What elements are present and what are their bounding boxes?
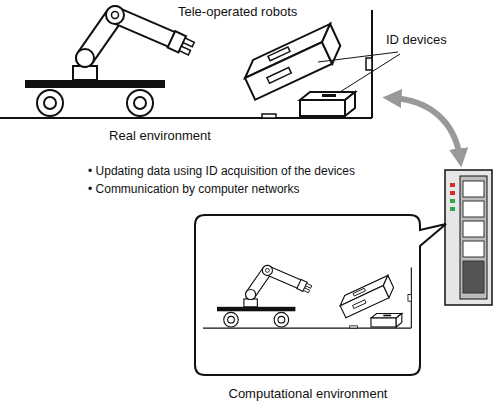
label-text: ID devices bbox=[386, 32, 447, 48]
label-text: Tele-operated robots bbox=[178, 4, 297, 20]
server-rack bbox=[445, 170, 492, 305]
leader-line bbox=[318, 52, 398, 62]
callout-bubble bbox=[195, 215, 446, 375]
label-text: Real environment bbox=[109, 128, 211, 144]
sync-arrow bbox=[392, 98, 460, 158]
real-environment-scene bbox=[0, 6, 372, 118]
computational-environment-scene bbox=[203, 265, 411, 328]
label-text: • Updating data using ID acquisition of … bbox=[88, 164, 355, 178]
leader-line bbox=[340, 54, 400, 92]
label-text: Computational environment bbox=[229, 386, 388, 402]
label-text: • Communication by computer networks bbox=[88, 182, 300, 196]
